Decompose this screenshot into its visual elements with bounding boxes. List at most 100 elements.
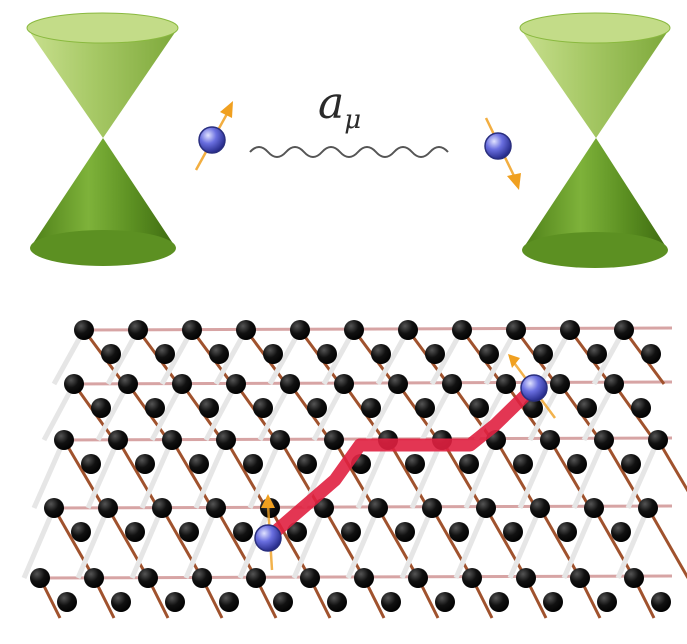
lattice-bond-diagonal [537, 328, 573, 386]
lattice-bond-diagonal [257, 382, 293, 442]
lattice-bond-diagonal [105, 328, 141, 386]
lattice-site [533, 344, 553, 364]
lattice-site [543, 592, 563, 612]
lattice-bond-diagonal [160, 507, 204, 579]
lattice-site [111, 592, 131, 612]
lattice-site [152, 498, 172, 518]
lattice-bond-diagonal [419, 382, 455, 442]
lattice-site [587, 344, 607, 364]
lattice-bond-diagonal [183, 507, 219, 579]
lattice-bond-diagonal [345, 507, 381, 579]
lattice-site [199, 398, 219, 418]
lattice-bond-diagonal [483, 328, 519, 386]
lattice-site [570, 568, 590, 588]
lattice-bond-diagonal [494, 439, 538, 509]
lattice-site [128, 320, 148, 340]
lattice-bond-horizontal [67, 380, 673, 386]
lattice-site [243, 454, 263, 474]
lattice-site [584, 498, 604, 518]
lattice-site [125, 522, 145, 542]
lattice-bond-diagonal [224, 439, 268, 509]
lattice-site [371, 344, 391, 364]
lattice-bond-diagonal [484, 507, 528, 579]
lattice-site [503, 522, 523, 542]
lattice-bond-diagonal [332, 439, 376, 509]
gauge-field-wavy-line [249, 146, 449, 158]
lattice-site [452, 320, 472, 340]
lattice-site [476, 498, 496, 518]
lattice-site [624, 568, 644, 588]
lattice-site [513, 454, 533, 474]
lattice-site [442, 374, 462, 394]
lattice-site [597, 592, 617, 612]
lattice-site [324, 430, 344, 450]
lattice-site [44, 498, 64, 518]
lattice-site [327, 592, 347, 612]
lattice-site [506, 320, 526, 340]
lattice-site [64, 374, 84, 394]
lattice-bond-diagonal [170, 439, 214, 509]
lattice-site [577, 398, 597, 418]
lattice-bond-diagonal [548, 439, 592, 509]
lattice-site [557, 522, 577, 542]
lattice-bond-diagonal [527, 382, 563, 442]
lattice-bond-diagonal [429, 328, 465, 386]
lattice-site [604, 374, 624, 394]
lattice-site [516, 568, 536, 588]
lattice-site [344, 320, 364, 340]
lattice-site [523, 398, 543, 418]
lattice-bond-diagonal [453, 507, 489, 579]
lattice-site [621, 454, 641, 474]
lattice-bond-diagonal [267, 328, 303, 386]
lattice-site [108, 430, 128, 450]
lattice-site [71, 522, 91, 542]
lattice-site [638, 498, 658, 518]
lattice-bond-diagonal [21, 507, 57, 579]
lattice-bond-diagonal [375, 328, 411, 386]
lattice-site [145, 398, 165, 418]
lattice-bond-diagonal [237, 507, 273, 579]
lattice-site [209, 344, 229, 364]
lattice-site [307, 398, 327, 418]
lattice-bond-diagonal [538, 507, 582, 579]
lattice-bond-diagonal [517, 438, 553, 510]
lattice-bond-diagonal [159, 328, 195, 386]
lattice-site [57, 592, 77, 612]
lattice-bond-diagonal [656, 439, 687, 493]
lattice-site [253, 398, 273, 418]
lattice-bond-diagonal [463, 438, 499, 510]
lattice-bond-diagonal [615, 507, 651, 579]
lattice-bond-diagonal [116, 439, 160, 509]
lattice-bond-diagonal [602, 439, 646, 509]
lattice-bond-diagonal [62, 439, 106, 509]
lattice-site [162, 430, 182, 450]
lattice-bond-diagonal [311, 382, 347, 442]
lattice-site [182, 320, 202, 340]
lattice-site [81, 454, 101, 474]
lattice-site [74, 320, 94, 340]
lattice-site [368, 498, 388, 518]
lattice-site [314, 498, 334, 518]
spinon-left [194, 101, 233, 171]
lattice-bond-diagonal [581, 382, 617, 442]
string-path [261, 381, 540, 545]
lattice-site [270, 430, 290, 450]
lattice-site [408, 568, 428, 588]
lattice-bond-diagonal [625, 438, 661, 510]
gauge-field-symbol: a [318, 78, 344, 129]
lattice-site [101, 344, 121, 364]
lattice-site [334, 374, 354, 394]
dirac-cone-left [26, 12, 179, 266]
lattice-site [361, 398, 381, 418]
lattice-site [179, 522, 199, 542]
lattice-site [172, 374, 192, 394]
lattice-bond-diagonal [203, 382, 239, 442]
lattice-site [422, 498, 442, 518]
lattice-bond-diagonal [291, 507, 327, 579]
lattice-bond-diagonal [399, 507, 435, 579]
lattice-site [648, 430, 668, 450]
lattice-site [273, 592, 293, 612]
lattice-site [567, 454, 587, 474]
lattice-site [469, 398, 489, 418]
